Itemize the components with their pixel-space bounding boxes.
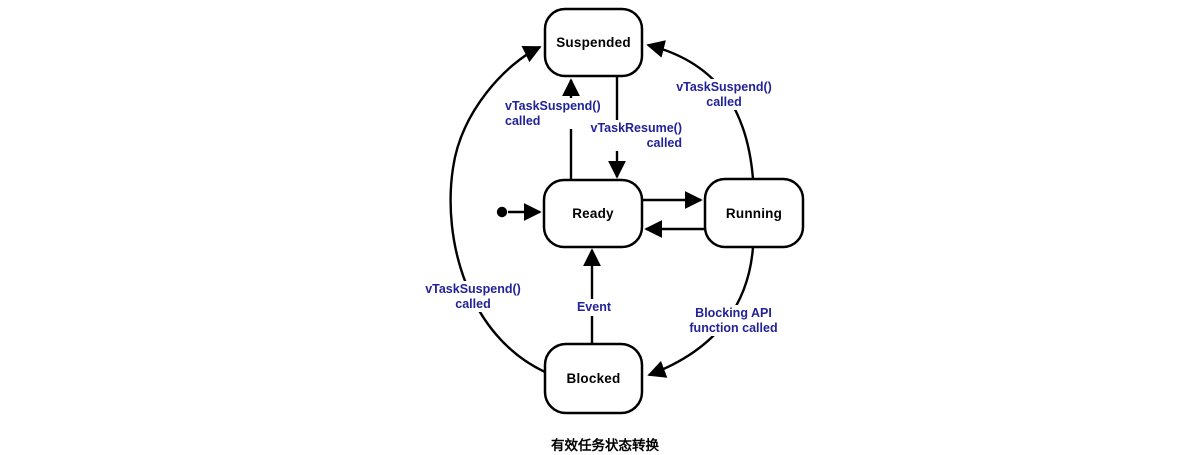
- label-suspended-to-ready: vTaskResume() called: [578, 120, 684, 151]
- label-line: vTaskSuspend(): [676, 80, 772, 94]
- state-box-blocked: [543, 342, 644, 415]
- label-line: called: [505, 113, 541, 128]
- label-line: vTaskSuspend(): [505, 99, 601, 113]
- initial-state-dot: [496, 206, 508, 218]
- state-box-ready: [542, 178, 644, 249]
- label-running-to-suspended: vTaskSuspend() called: [671, 79, 777, 110]
- label-blocked-to-ready: Event: [568, 299, 620, 316]
- label-line: called: [455, 296, 491, 311]
- state-box-running: [703, 177, 805, 249]
- label-line: function called: [689, 320, 778, 335]
- label-line: called: [646, 135, 682, 150]
- label-line: Blocking API: [695, 306, 772, 320]
- label-line: vTaskResume(): [590, 121, 682, 135]
- label-line: Event: [576, 300, 612, 314]
- label-line: vTaskSuspend(): [425, 282, 521, 296]
- arrow-blocked-to-suspended: [449, 45, 546, 374]
- diagram-caption: 有效任务状态转换: [551, 438, 659, 453]
- label-running-to-blocked: Blocking API function called: [683, 305, 784, 336]
- label-line: called: [706, 94, 742, 109]
- arrow-running-to-suspended: [646, 40, 755, 180]
- state-box-suspended: [543, 7, 644, 78]
- label-blocked-to-suspended: vTaskSuspend() called: [419, 281, 527, 312]
